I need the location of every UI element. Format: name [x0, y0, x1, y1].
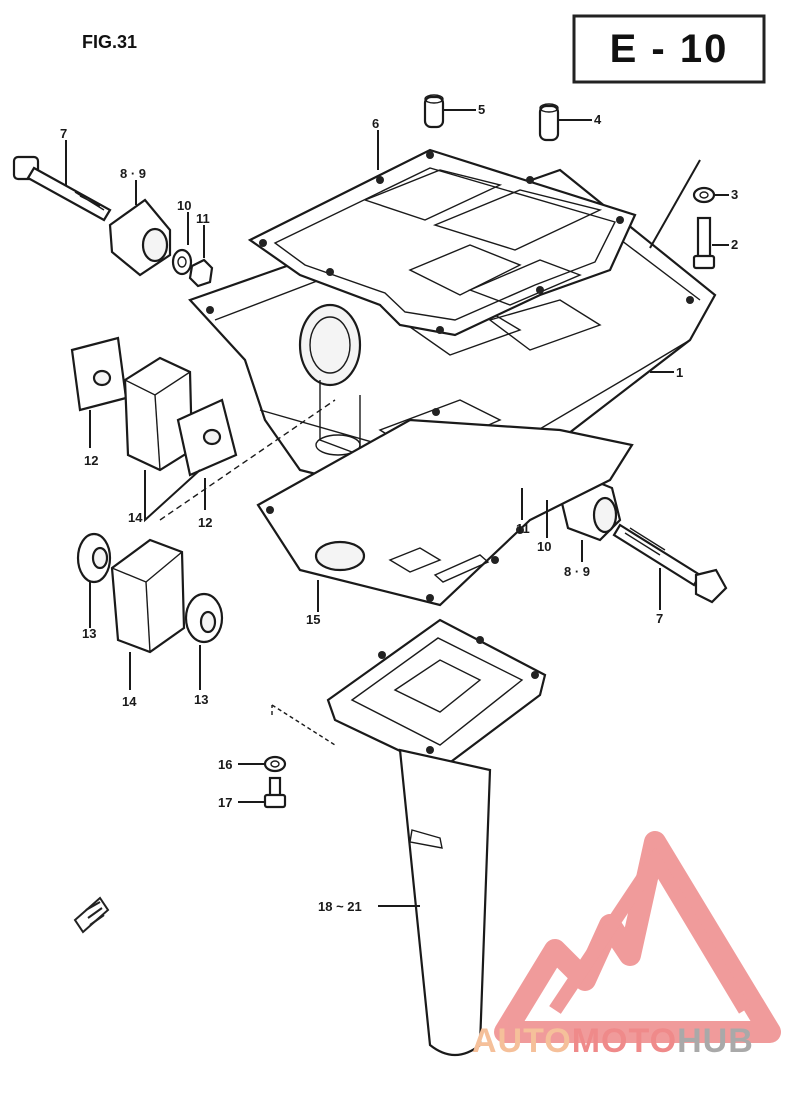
washer-part-13-upper	[76, 532, 112, 584]
callout-4: 4	[594, 112, 602, 127]
plate-part-15	[256, 418, 634, 607]
callout-7-right: 7	[656, 611, 663, 626]
callout-18-21: 18 ~ 21	[318, 899, 362, 914]
watermark-hub: HUB	[677, 1022, 754, 1060]
callout-3: 3	[731, 187, 738, 202]
callout-13-lower: 13	[194, 692, 208, 707]
callout-13-upper: 13	[82, 626, 96, 641]
callout-14-lower: 14	[122, 694, 137, 709]
figure-label: FIG.31	[82, 32, 137, 52]
callout-14-upper: 14	[128, 510, 143, 525]
bolt-part-7-right	[612, 523, 728, 604]
mount-rubber-part-14-lower	[110, 538, 186, 654]
callout-2: 2	[731, 237, 738, 252]
callout-10-right: 10	[537, 539, 551, 554]
watermark-text: AUTOMOTOHUB	[472, 1022, 754, 1060]
callout-10-left: 10	[177, 198, 191, 213]
watermark-logo	[494, 831, 781, 1043]
callout-16: 16	[218, 757, 232, 772]
mount-rubber-part-14-upper	[123, 356, 194, 472]
exhaust-pipe-part-18-21	[326, 618, 547, 1057]
forward-direction-icon	[73, 896, 110, 934]
callout-12-lower: 12	[198, 515, 212, 530]
callout-12-upper: 12	[84, 453, 98, 468]
callout-8-9-right: 8 · 9	[564, 564, 590, 579]
callout-5: 5	[478, 102, 485, 117]
leader-lines	[65, 109, 729, 907]
section-code-box: E - 10	[572, 14, 766, 84]
callout-8-9-left: 8 · 9	[120, 166, 146, 181]
rubber-mount-part-8-9-left	[108, 198, 172, 277]
gasket-part-6	[247, 148, 637, 337]
dowel-pin-part-4	[538, 103, 560, 142]
callout-17: 17	[218, 795, 232, 810]
callout-7-left: 7	[60, 126, 67, 141]
callout-11-left: 11	[196, 211, 210, 226]
washer-part-13-lower	[184, 592, 224, 644]
nut-part-11-left	[188, 258, 214, 288]
washer-part-10-left	[171, 248, 193, 276]
pad-part-12-upper	[70, 336, 128, 412]
pad-part-12-lower	[176, 398, 238, 477]
callout-15: 15	[306, 612, 320, 627]
washer-part-16	[263, 755, 287, 773]
callout-11-right: 11	[516, 521, 530, 536]
bolt-part-7-left	[12, 155, 112, 222]
watermark-auto: AUTO	[472, 1022, 572, 1060]
bolt-part-2	[692, 216, 716, 270]
watermark-moto: MOTO	[572, 1022, 677, 1060]
callout-1: 1	[676, 365, 683, 380]
bolt-part-17	[263, 776, 287, 809]
section-code: E - 10	[610, 27, 729, 71]
callout-6: 6	[372, 116, 379, 131]
dowel-pin-part-5	[423, 94, 445, 129]
washer-part-3	[692, 186, 716, 204]
